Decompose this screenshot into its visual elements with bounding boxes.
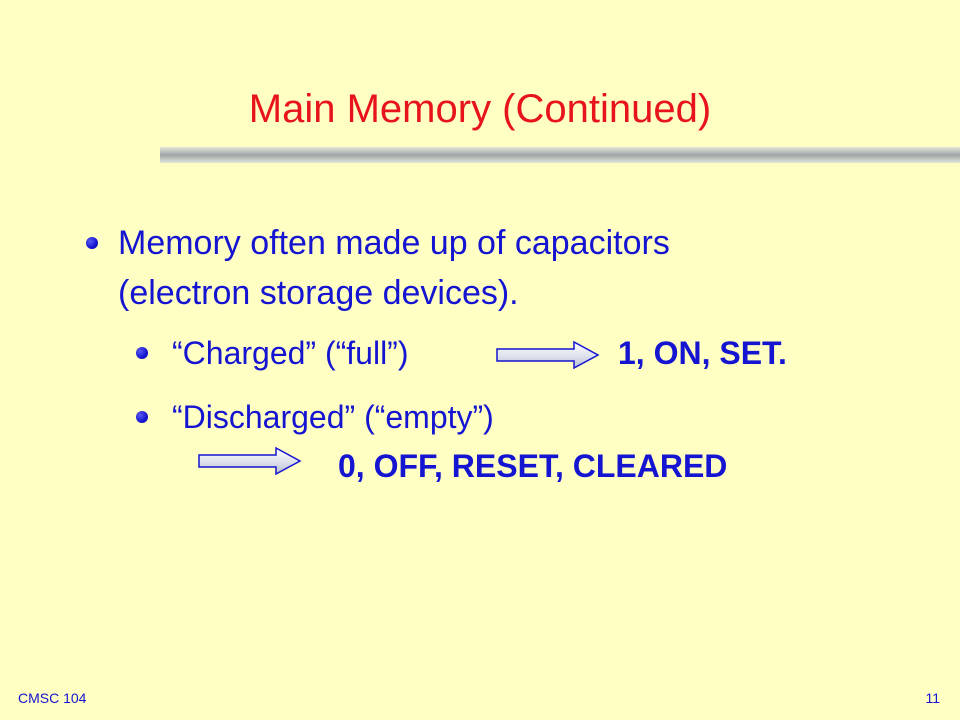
title-divider	[160, 147, 960, 163]
bullet-icon	[136, 347, 148, 359]
charged-label: “Charged” (“full”)	[172, 335, 409, 371]
bullet-icon	[136, 411, 148, 423]
main-bullet-line1: Memory often made up of capacitors	[118, 224, 670, 262]
discharged-values: 0, OFF, RESET, CLEARED	[338, 448, 728, 484]
page-number: 11	[925, 690, 940, 706]
slide-title: Main Memory (Continued)	[248, 87, 712, 131]
charged-values: 1, ON, SET.	[618, 335, 787, 371]
right-arrow-icon	[496, 340, 600, 370]
discharged-label: “Discharged” (“empty”)	[172, 399, 494, 435]
bullet-icon	[86, 237, 98, 249]
right-arrow-icon	[198, 446, 302, 476]
main-bullet-line2: (electron storage devices).	[118, 274, 519, 312]
footer-course: CMSC 104	[18, 690, 87, 706]
